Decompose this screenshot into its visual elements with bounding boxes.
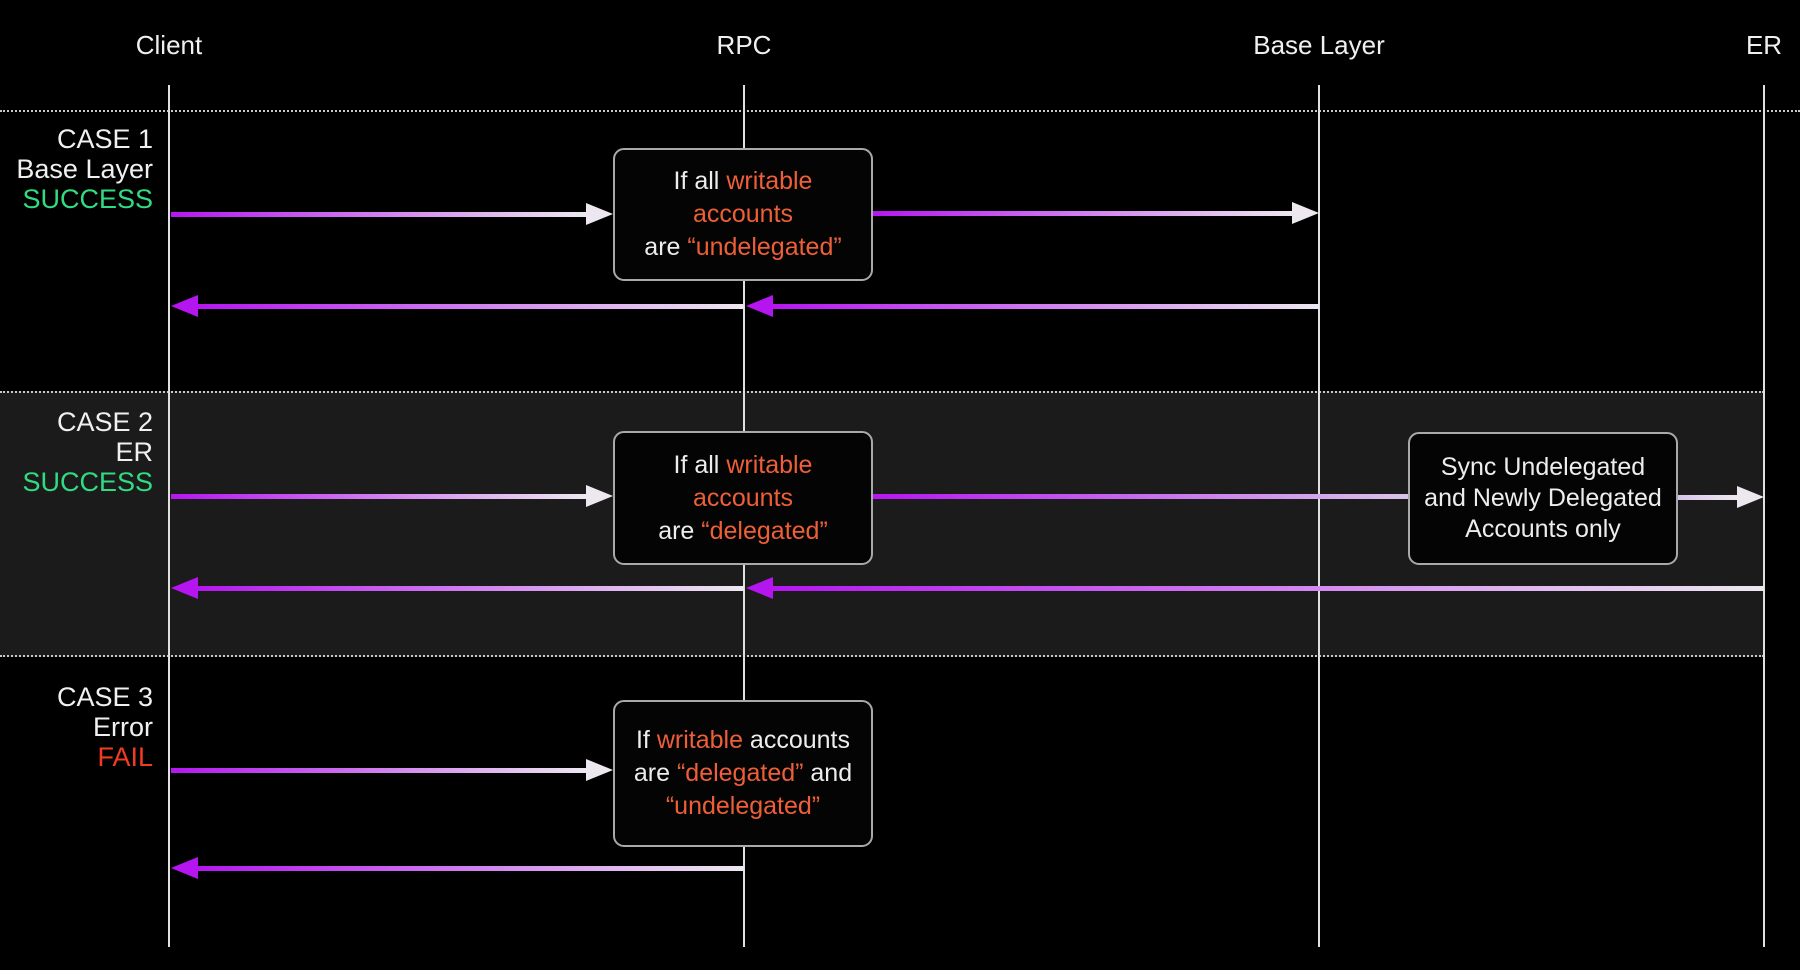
arrow-case2-er-to-rpc-return: [746, 577, 1764, 599]
condition-line: If all writable accounts: [623, 449, 863, 515]
condition-text-highlight: “undelegated”: [665, 792, 821, 820]
arrow-shaft: [198, 865, 744, 871]
arrow-case1-rpc-to-base-layer: [873, 202, 1319, 224]
lifeline-base-layer: [1318, 85, 1320, 947]
arrow-shaft: [773, 303, 1319, 309]
arrow-case3-client-to-rpc: [171, 759, 613, 781]
arrow-case2-client-to-rpc: [171, 485, 613, 507]
arrowhead-left-icon: [746, 295, 773, 317]
condition-text-highlight: “delegated”: [676, 759, 804, 787]
arrowhead-left-icon: [171, 857, 198, 879]
condition-line: are “delegated” and: [623, 757, 863, 790]
condition-text: accounts: [742, 726, 850, 754]
condition-text-highlight: “undelegated”: [687, 233, 842, 261]
condition-text: If: [635, 726, 657, 754]
sync-box-line: and Newly Delegated: [1424, 484, 1662, 512]
arrow-shaft: [873, 210, 1292, 216]
case1-subtitle: Base Layer: [16, 154, 153, 184]
lane-label-rpc: RPC: [716, 30, 772, 60]
case2-status: SUCCESS: [22, 467, 153, 497]
condition-text: are: [633, 759, 677, 787]
case1-label: CASE 1 Base Layer SUCCESS: [0, 124, 153, 214]
case1-status: SUCCESS: [22, 184, 153, 214]
arrow-shaft: [198, 585, 744, 591]
condition-line: If all writable accounts: [623, 165, 863, 231]
condition-text-highlight: writable: [656, 726, 743, 754]
separator-line: [0, 110, 1800, 112]
case2-title: CASE 2: [56, 407, 153, 437]
arrow-shaft: [198, 303, 744, 309]
sync-box: Sync Undelegated and Newly Delegated Acc…: [1408, 432, 1678, 565]
arrowhead-right-icon: [1737, 486, 1764, 508]
arrowhead-left-icon: [171, 577, 198, 599]
condition-text: If all: [673, 450, 727, 479]
condition-box-case1: If all writable accounts are “undelegate…: [613, 148, 873, 281]
arrowhead-left-icon: [171, 295, 198, 317]
arrow-shaft: [171, 493, 586, 499]
lane-label-er: ER: [1745, 30, 1783, 60]
condition-line: are “undelegated”: [623, 231, 863, 264]
case2-label: CASE 2 ER SUCCESS: [0, 407, 153, 497]
arrow-case1-client-to-rpc: [171, 203, 613, 225]
condition-line: “undelegated”: [623, 790, 863, 823]
condition-box-case3: If writable accounts are “delegated” and…: [613, 700, 873, 847]
condition-text-highlight: writable accounts: [692, 167, 813, 228]
lifeline-client: [168, 85, 170, 947]
condition-box-case2: If all writable accounts are “delegated”: [613, 431, 873, 565]
arrow-shaft: [171, 211, 586, 217]
case1-title: CASE 1: [56, 124, 153, 154]
case3-status: FAIL: [97, 742, 153, 772]
sync-box-line: Sync Undelegated: [1440, 453, 1646, 481]
condition-text-highlight: “delegated”: [701, 516, 828, 545]
lane-label-base-layer: Base Layer: [1253, 30, 1385, 60]
arrow-shaft: [773, 585, 1764, 591]
case3-title: CASE 3: [56, 682, 153, 712]
lifeline-er: [1763, 85, 1765, 947]
case2-subtitle: ER: [115, 437, 153, 467]
arrowhead-right-icon: [586, 485, 613, 507]
arrow-shaft: [171, 767, 586, 773]
arrow-case1-rpc-to-client-return: [171, 295, 744, 317]
condition-text: are: [658, 516, 702, 545]
arrow-case3-rpc-to-client-return: [171, 857, 744, 879]
arrowhead-right-icon: [1292, 202, 1319, 224]
arrowhead-right-icon: [586, 759, 613, 781]
condition-line: If writable accounts: [623, 724, 863, 757]
case3-subtitle: Error: [93, 712, 153, 742]
arrow-shaft: [1677, 494, 1737, 500]
line-case2-rpc-to-sync-box: [873, 494, 1408, 499]
arrow-case2-rpc-to-client-return: [171, 577, 744, 599]
condition-text: If all: [673, 167, 727, 195]
condition-text: and: [803, 759, 853, 787]
condition-text-highlight: writable accounts: [692, 450, 813, 512]
arrowhead-left-icon: [746, 577, 773, 599]
sync-box-line: Accounts only: [1465, 515, 1621, 543]
arrow-case2-sync-box-to-er: [1677, 486, 1764, 508]
lane-label-client: Client: [135, 30, 203, 60]
condition-text: are: [644, 233, 688, 261]
arrowhead-right-icon: [586, 203, 613, 225]
case3-label: CASE 3 Error FAIL: [0, 682, 153, 772]
arrow-case1-base-layer-to-rpc-return: [746, 295, 1319, 317]
condition-line: are “delegated”: [623, 515, 863, 548]
